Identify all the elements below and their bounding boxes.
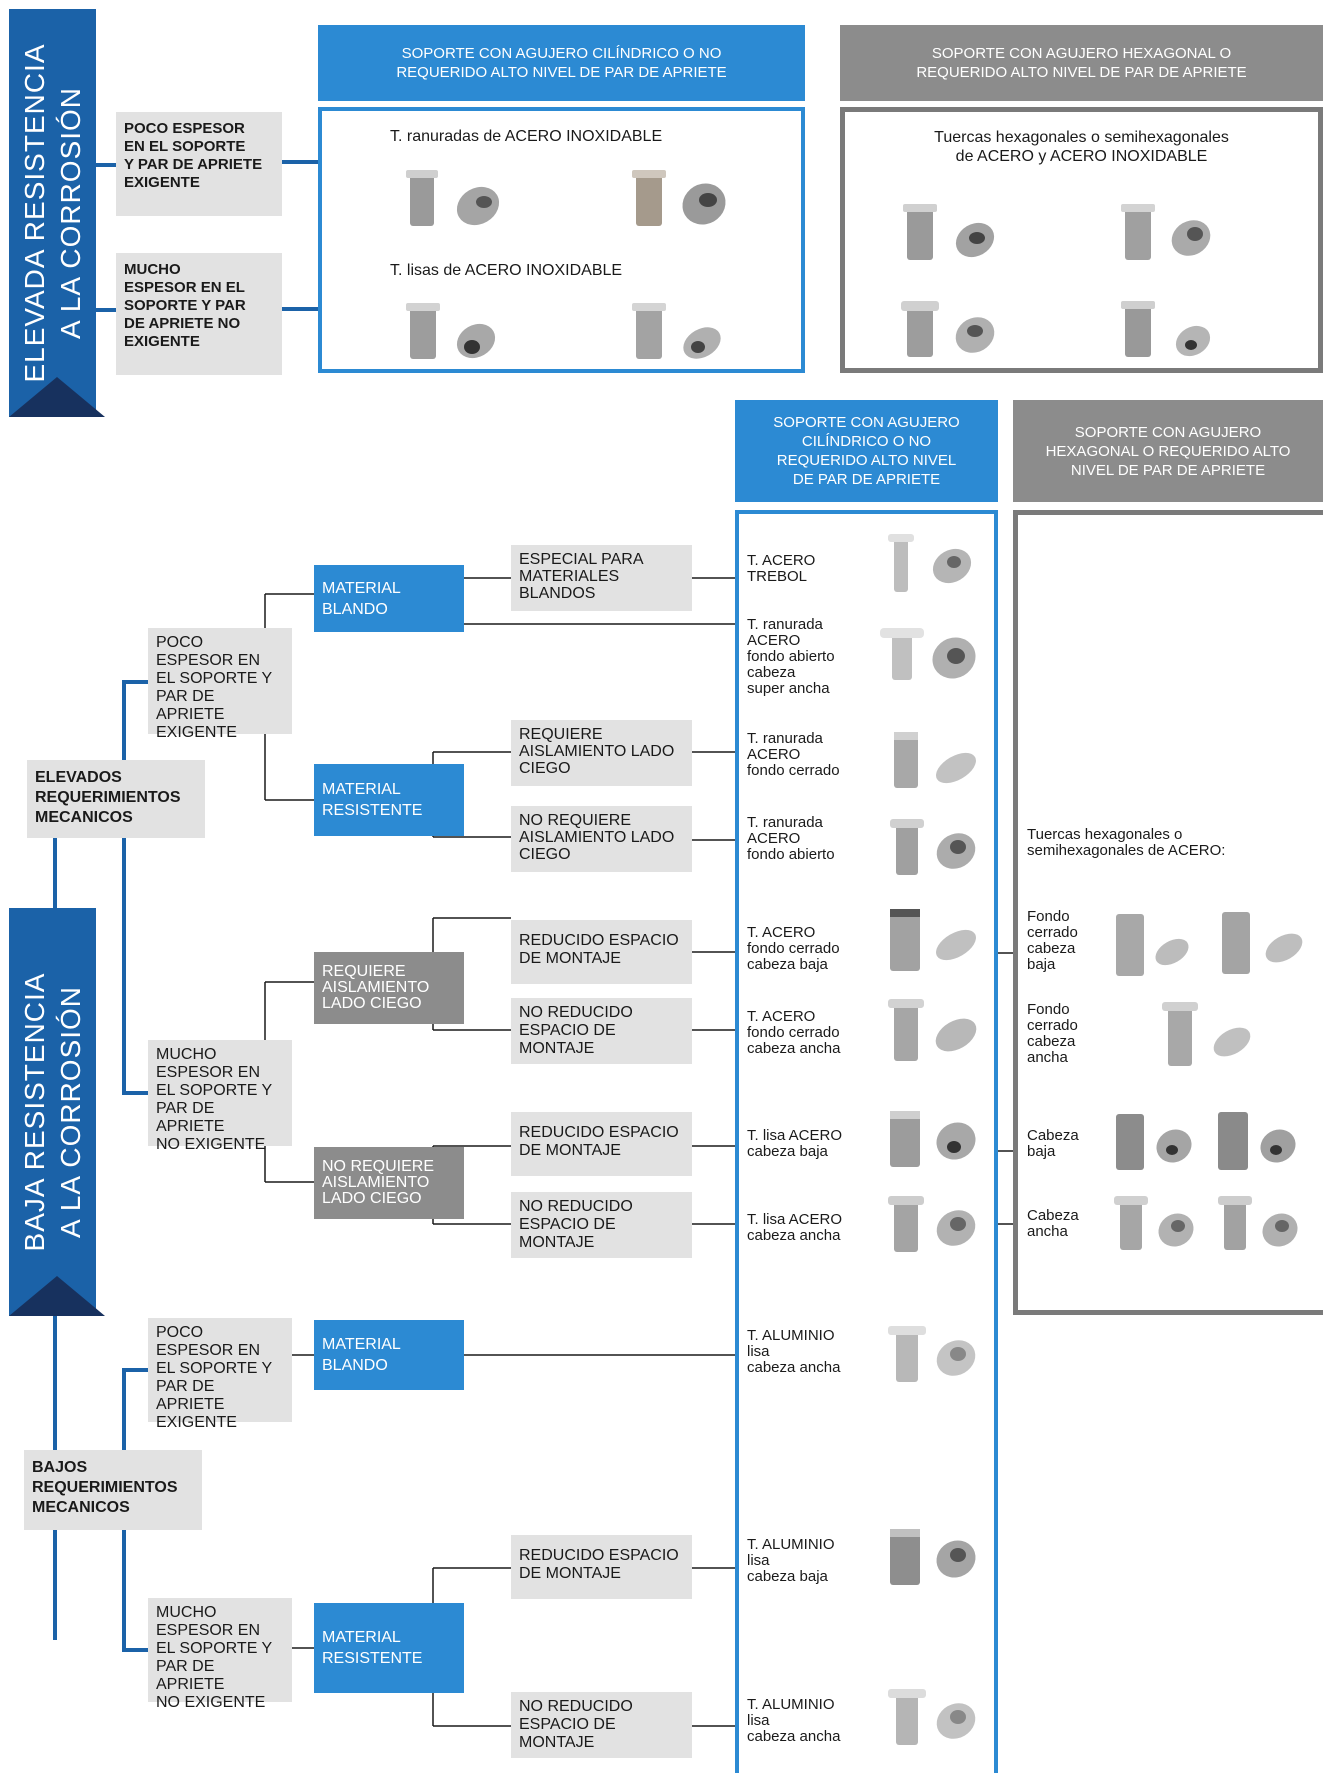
aluminium-wide-nut-image [888,1326,976,1382]
hex-closed-wide: Fondo cerrado cabeza ancha [1027,1001,1078,1066]
product-smooth-steel-low: T. lisa ACERO cabeza baja [747,1127,843,1160]
node-requires-insulation: REQUIERE AISLAMIENTO LADO CIEGO [314,952,464,1024]
slotted-nut-image [406,170,500,226]
hex-nut-image [1121,204,1211,260]
node-soft-material-1: MATERIAL BLANDO [314,565,464,632]
top-box-hexagonal-nuts: Tuercas hexagonales o semihexagonales de… [840,107,1323,373]
node-thin-support-1: POCO ESPESOR EN EL SOPORTE Y PAR DE APRI… [148,628,292,741]
trefoil-nut-image [888,534,972,592]
product-aluminium-low: T. ALUMINIO lisa cabeza baja [747,1536,835,1585]
top-header-cylindrical: SOPORTE CON AGUJERO CILÍNDRICO O NO REQU… [318,25,805,101]
label-hexagonal-stainless: Tuercas hexagonales o semihexagonales de… [934,129,1229,165]
product-smooth-steel-wide: T. lisa ACERO cabeza ancha [747,1211,843,1244]
side-bar-low-corrosion-label: BAJA RESISTENCIA A LA CORROSIÓN [18,972,86,1252]
hex-nut-image [1121,301,1211,357]
superwide-nut-image [880,628,976,680]
hex-low-head: Cabeza baja [1027,1127,1079,1160]
bottom-header-cylindrical: SOPORTE CON AGUJERO CILÍNDRICO O NO REQU… [735,400,998,502]
smooth-steel-wide-nut-image [888,1196,976,1252]
side-bar-low-corrosion: BAJA RESISTENCIA A LA CORROSIÓN [9,908,105,1316]
hex-closed-wide-nut-image [1162,1002,1251,1066]
node-high-mechanical: ELEVADOS REQUERIMIENTOS MECANICOS [27,760,205,838]
label-slotted-stainless: T. ranuradas de ACERO INOXIDABLE [390,128,663,145]
product-slotted-open: T. ranurada ACERO fondo abierto [747,814,835,863]
product-steel-trefoil: T. ACERO TREBOL [747,552,816,585]
aluminium-low-nut-image [890,1529,976,1585]
side-bar-high-corrosion-label: ELEVADA RESISTENCIA A LA CORROSIÓN [18,43,86,383]
node-special-soft: ESPECIAL PARA MATERIALES BLANDOS [511,545,692,611]
node-not-reduced-space-1: NO REDUCIDO ESPACIO DE MONTAJE [511,998,692,1064]
bottom-box-hexagonal [1013,510,1323,1315]
side-bar-high-corrosion: ELEVADA RESISTENCIA A LA CORROSIÓN [9,9,105,417]
triangle-icon [9,1276,105,1316]
product-aluminium-wide-2: T. ALUMINIO lisa cabeza ancha [747,1696,841,1745]
product-slotted-closed: T. ranurada ACERO fondo cerrado [747,730,840,779]
node-resistant-material-2: MATERIAL RESISTENTE [314,1603,464,1693]
hex-closed-low-nuts-image [1116,912,1303,976]
node-resistant-material-1: MATERIAL RESISTENTE [314,764,464,836]
hex-steel-title: Tuercas hexagonales o semihexagonales de… [1027,826,1226,859]
node-thin-support-2: POCO ESPESOR EN EL SOPORTE Y PAR DE APRI… [148,1318,292,1431]
label-smooth-stainless: T. lisas de ACERO INOXIDABLE [390,262,623,279]
node-low-mechanical: BAJOS REQUERIMIENTOS MECANICOS [24,1450,202,1530]
product-steel-closed-low: T. ACERO fondo cerrado cabeza baja [747,924,840,973]
node-requires-insulation-blind: REQUIERE AISLAMIENTO LADO CIEGO [511,720,692,786]
aluminium-wide-nut-image [888,1689,976,1745]
node-reduced-space-3: REDUCIDO ESPACIO DE MONTAJE [511,1535,692,1599]
bottom-header-hexagonal: SOPORTE CON AGUJERO HEXAGONAL O REQUERID… [1013,400,1323,502]
node-not-reduced-space-3: NO REDUCIDO ESPACIO DE MONTAJE [511,1692,692,1758]
node-no-requires-insulation-blind: NO REQUIERE AISLAMIENTO LADO CIEGO [511,806,692,872]
smooth-nut-image [632,303,721,359]
top-header-hexagonal: SOPORTE CON AGUJERO HEXAGONAL O REQUERID… [840,25,1323,101]
top-condition-thin-support: POCO ESPESOR EN EL SOPORTE Y PAR DE APRI… [116,112,282,216]
slotted-open-nut-image [890,819,976,875]
smooth-steel-low-nut-image [890,1111,976,1167]
product-aluminium-wide-1: T. ALUMINIO lisa cabeza ancha [747,1327,841,1376]
node-no-insulation: NO REQUIERE AISLAMIENTO LADO CIEGO [314,1147,464,1219]
bottom-box-cylindrical [735,510,998,1773]
steel-closed-wide-nut-image [888,999,977,1061]
top-condition-thick-support: MUCHO ESPESOR EN EL SOPORTE Y PAR DE APR… [116,253,282,375]
slotted-nut-image [632,170,726,226]
hex-wide-head-nuts-image [1114,1196,1298,1250]
slotted-closed-nut-image [894,732,976,788]
node-reduced-space-2: REDUCIDO ESPACIO DE MONTAJE [511,1112,692,1176]
node-not-reduced-space-2: NO REDUCIDO ESPACIO DE MONTAJE [511,1192,692,1258]
hex-low-head-nuts-image [1116,1112,1296,1170]
product-steel-closed-wide: T. ACERO fondo cerrado cabeza ancha [747,1008,841,1057]
hex-nut-image [901,301,995,357]
node-reduced-space-1: REDUCIDO ESPACIO DE MONTAJE [511,920,692,984]
node-thick-support-2: MUCHO ESPESOR EN EL SOPORTE Y PAR DE APR… [148,1598,292,1711]
steel-closed-low-nut-image [890,909,976,971]
hex-nut-image [903,204,995,260]
node-thick-support-1: MUCHO ESPESOR EN EL SOPORTE Y PAR DE APR… [148,1040,292,1153]
hex-closed-low: Fondo cerrado cabeza baja [1027,908,1078,973]
smooth-nut-image [406,303,496,359]
node-soft-material-2: MATERIAL BLANDO [314,1320,464,1390]
product-slotted-open-superwide: T. ranurada ACERO fondo abierto cabeza s… [747,616,835,697]
hex-wide-head: Cabeza ancha [1027,1207,1079,1240]
top-box-stainless-nuts: T. ranuradas de ACERO INOXIDABLE T. lisa… [318,107,805,373]
triangle-icon [9,377,105,417]
